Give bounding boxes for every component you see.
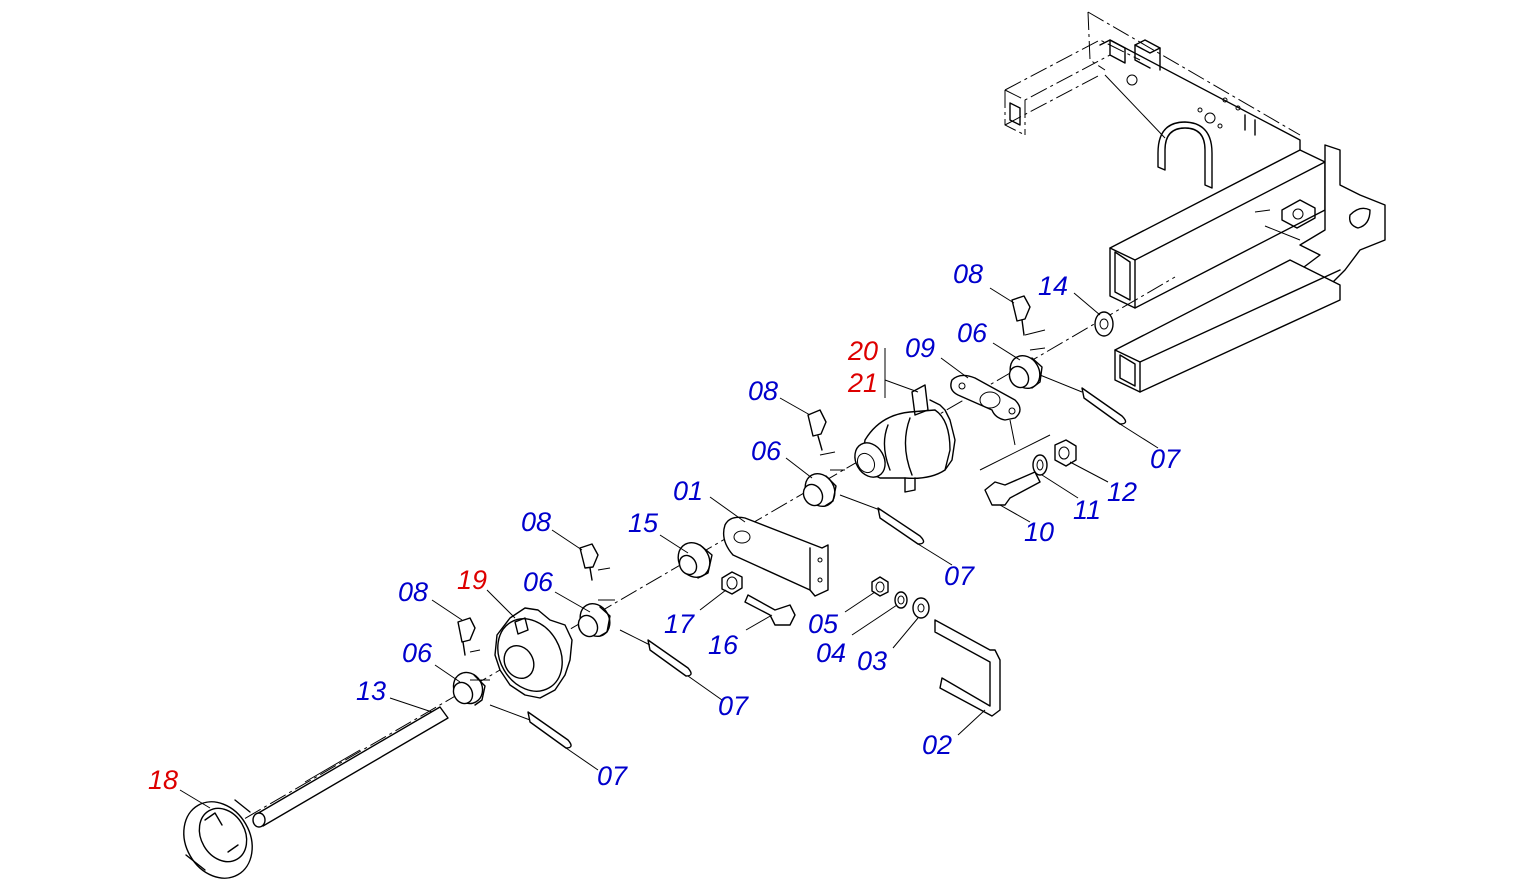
callout-21[interactable]: 21 [848, 368, 879, 398]
cotter-pin-07-mid[interactable] [877, 507, 925, 545]
callout-11[interactable]: 11 [1073, 495, 1102, 525]
callout-06-top[interactable]: 06 [957, 318, 988, 348]
callout-06-mid[interactable]: 06 [751, 436, 782, 466]
callout-20[interactable]: 20 [848, 336, 879, 366]
callout-04[interactable]: 04 [816, 638, 847, 668]
callout-12[interactable]: 12 [1107, 477, 1138, 507]
bolt-10[interactable] [984, 471, 1041, 506]
flange-plate-09[interactable] [950, 374, 1021, 421]
callout-15[interactable]: 15 [628, 508, 659, 538]
grease-nipple-08-top[interactable] [1011, 295, 1031, 336]
nut-17[interactable] [721, 571, 743, 595]
leader-lines [179, 287, 1159, 809]
callout-08-mid[interactable]: 08 [748, 376, 779, 406]
bolt-16[interactable] [744, 594, 796, 626]
callout-16[interactable]: 16 [708, 630, 739, 660]
bearing-06-far[interactable] [448, 667, 488, 709]
cotter-pin-07-lower[interactable] [647, 639, 692, 677]
callout-07-mid[interactable]: 07 [944, 561, 975, 591]
tensioner-housing-20-21[interactable] [849, 384, 956, 493]
nut-05[interactable] [871, 576, 889, 597]
washer-04[interactable] [894, 591, 908, 609]
callout-01[interactable]: 01 [673, 476, 704, 506]
callout-08-far[interactable]: 08 [398, 577, 429, 607]
callout-09[interactable]: 09 [905, 333, 936, 363]
callout-07-bottom[interactable]: 07 [597, 761, 628, 791]
callout-08-left[interactable]: 08 [521, 507, 552, 537]
sprocket-19[interactable] [485, 607, 575, 703]
washer-03[interactable] [912, 597, 930, 619]
callout-08-top[interactable]: 08 [953, 259, 984, 289]
callout-05[interactable]: 05 [808, 609, 839, 639]
callout-17[interactable]: 17 [664, 609, 695, 639]
callout-06-left[interactable]: 06 [523, 567, 554, 597]
cotter-pin-07-bottom[interactable] [527, 711, 572, 749]
grease-nipple-08-far[interactable] [457, 617, 476, 656]
callout-03[interactable]: 03 [857, 646, 888, 676]
bearing-06-top[interactable] [1004, 350, 1045, 393]
callout-19[interactable]: 19 [457, 565, 488, 595]
shaft-13[interactable] [252, 706, 449, 828]
callout-18[interactable]: 18 [148, 765, 179, 795]
callout-10[interactable]: 10 [1024, 517, 1055, 547]
collar-15[interactable] [672, 537, 716, 583]
cotter-pin-07-top[interactable] [1081, 387, 1127, 425]
grease-nipple-08-left[interactable] [579, 543, 599, 581]
callout-02[interactable]: 02 [922, 730, 953, 760]
washer-14[interactable] [1094, 311, 1114, 337]
coupling-disc-18[interactable] [170, 789, 265, 886]
bearing-06-left[interactable] [574, 598, 615, 641]
callout-07-lower[interactable]: 07 [718, 691, 749, 721]
callout-13[interactable]: 13 [356, 676, 387, 706]
callout-06-far[interactable]: 06 [402, 638, 433, 668]
tensioner-arm-01[interactable] [722, 516, 829, 597]
nut-12[interactable] [1054, 439, 1077, 467]
callout-07-top[interactable]: 07 [1150, 444, 1181, 474]
callout-14[interactable]: 14 [1038, 271, 1069, 301]
washer-11[interactable] [1032, 454, 1048, 476]
machine-frame [1004, 11, 1386, 393]
grease-nipple-08-mid[interactable] [807, 409, 827, 451]
bearing-06-mid[interactable] [799, 468, 840, 511]
u-bolt-02[interactable] [934, 619, 1001, 717]
